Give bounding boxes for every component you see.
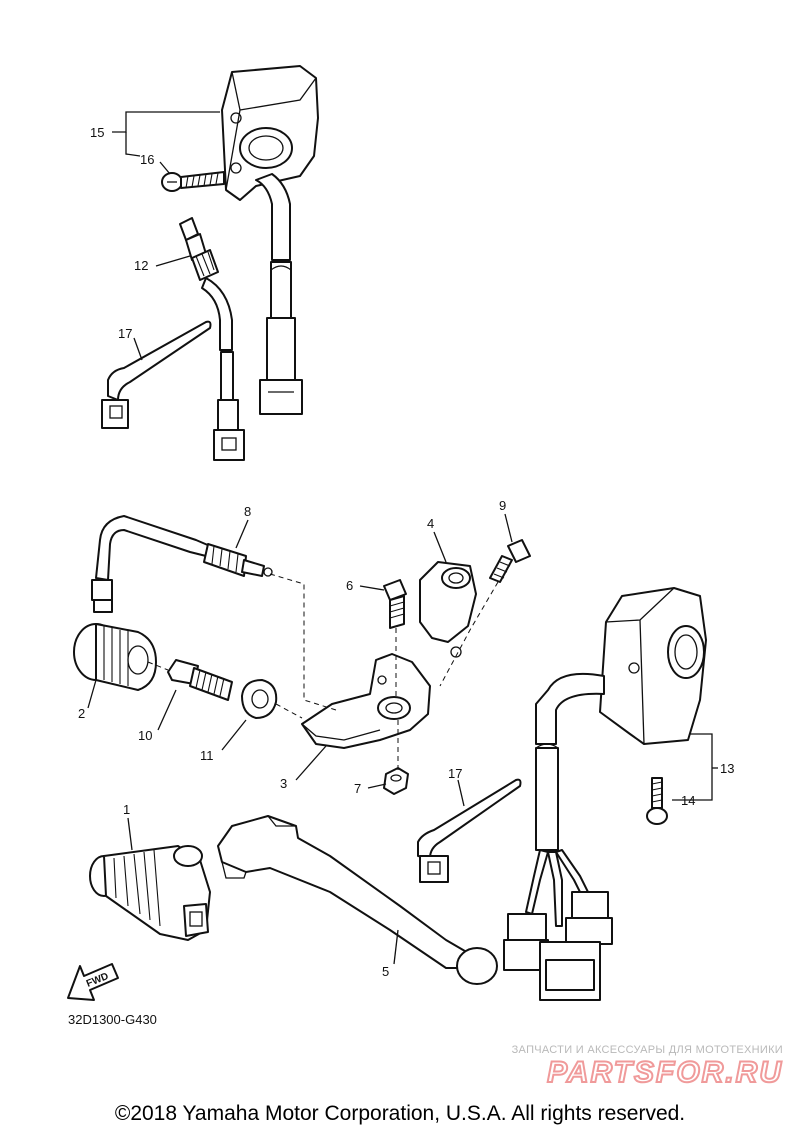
callout-13: 13 [720, 761, 734, 776]
switch-harness-left [259, 261, 303, 415]
clamp-holder-4[interactable] [419, 561, 477, 658]
callout-14: 14 [681, 793, 695, 808]
switch-lead-12[interactable] [179, 217, 245, 461]
screw-9[interactable] [489, 539, 531, 583]
callout-10: 10 [138, 728, 152, 743]
band-17-lower[interactable] [417, 778, 522, 883]
callout-17-upper: 17 [118, 326, 132, 341]
boot-1[interactable] [89, 845, 211, 941]
band-17-upper[interactable] [101, 320, 212, 429]
screw-14[interactable] [646, 777, 668, 825]
clutch-switch-8[interactable] [91, 515, 273, 613]
handlebar-switch-right[interactable] [599, 587, 707, 745]
nut-7[interactable] [383, 767, 409, 795]
callout-4: 4 [427, 516, 434, 531]
bolt-6[interactable] [383, 579, 407, 629]
switch-harness-right [503, 672, 613, 1001]
adjuster-bolt-10[interactable] [167, 659, 233, 701]
callout-11: 11 [200, 748, 214, 763]
callout-5: 5 [382, 964, 389, 979]
leader-lines [87, 111, 718, 965]
callout-7: 7 [354, 781, 361, 796]
callout-9: 9 [499, 498, 506, 513]
clutch-lever-5[interactable] [217, 815, 498, 985]
assembly-guide-lines [147, 573, 499, 770]
fwd-arrow-icon: FWD [67, 963, 119, 1001]
callout-1: 1 [123, 802, 130, 817]
callout-6: 6 [346, 578, 353, 593]
diagram-code: 32D1300-G430 [68, 1012, 157, 1027]
callout-12: 12 [134, 258, 148, 273]
watermark-tagline: ЗАПЧАСТИ И АКСЕССУАРЫ ДЛЯ МОТОТЕХНИКИ [511, 1044, 783, 1056]
locknut-11[interactable] [241, 679, 278, 719]
callout-2: 2 [78, 706, 85, 721]
callout-3: 3 [280, 776, 287, 791]
callout-15: 15 [90, 125, 104, 140]
lever-bracket-3[interactable] [301, 653, 431, 749]
handlebar-switch-left[interactable] [221, 65, 319, 261]
callout-17-lower: 17 [448, 766, 462, 781]
watermark-logo: PARTSFOR.RU [546, 1055, 783, 1090]
lever-boot-2[interactable] [73, 623, 157, 691]
callout-8: 8 [244, 504, 251, 519]
callout-16: 16 [140, 152, 154, 167]
copyright-notice: ©2018 Yamaha Motor Corporation, U.S.A. A… [114, 1102, 686, 1125]
screw-16[interactable] [161, 171, 225, 192]
